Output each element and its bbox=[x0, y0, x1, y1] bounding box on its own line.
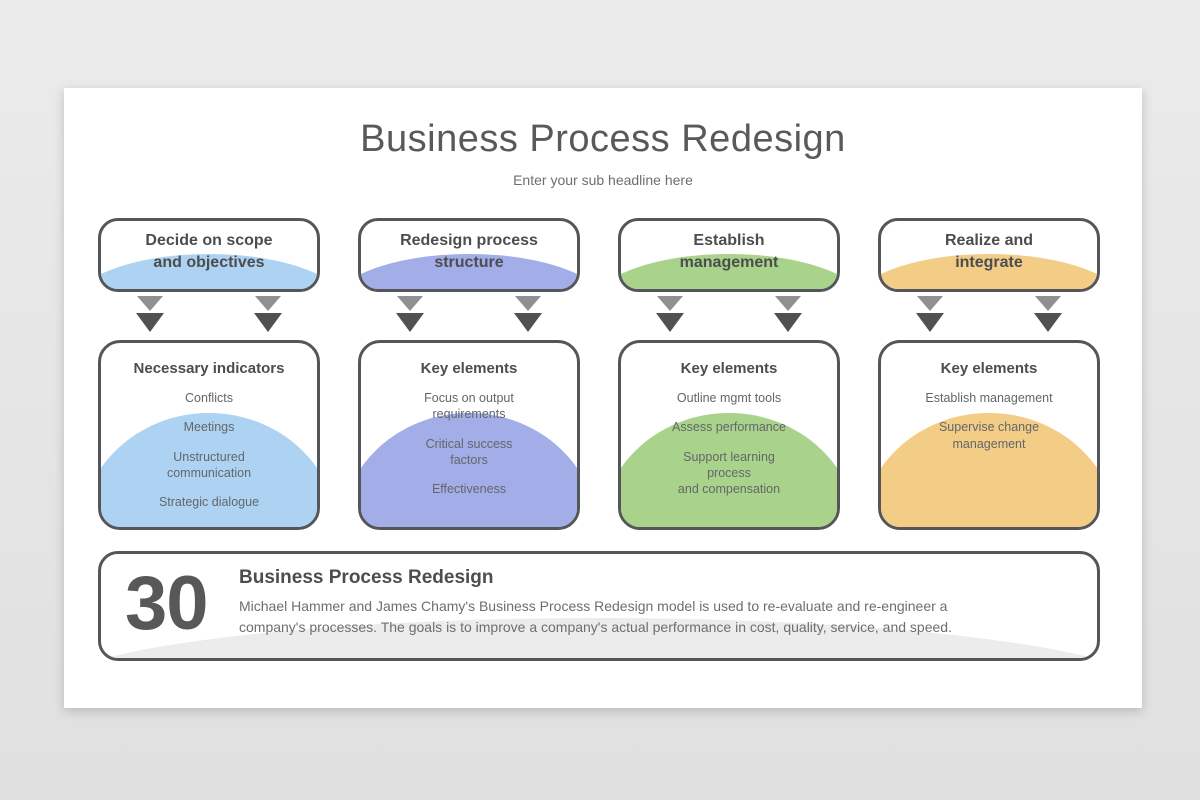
down-arrow-icon bbox=[136, 296, 164, 338]
detail-content: Key elements Establish management Superv… bbox=[881, 343, 1097, 452]
detail-item: Support learning process and compensatio… bbox=[677, 449, 781, 497]
down-arrow-icon bbox=[514, 296, 542, 338]
down-arrow-icon bbox=[1034, 296, 1062, 338]
arrow-row bbox=[878, 292, 1100, 340]
detail-box: Key elements Focus on output requirement… bbox=[358, 340, 580, 530]
arrow-row bbox=[98, 292, 320, 340]
process-column-decide-scope: Decide on scope and objectives Necessary… bbox=[98, 218, 320, 530]
detail-item: Assess performance bbox=[672, 420, 786, 435]
stage-header-label: Decide on scope and objectives bbox=[145, 232, 273, 271]
detail-box: Key elements Establish management Superv… bbox=[878, 340, 1100, 530]
detail-item: Conflicts bbox=[185, 391, 233, 405]
summary-box: 30 Business Process Redesign Michael Ham… bbox=[98, 551, 1100, 661]
stage-header-pill: Decide on scope and objectives bbox=[98, 218, 320, 292]
slide: Business Process Redesign Enter your sub… bbox=[64, 88, 1142, 708]
stage-header-pill: Establish management bbox=[618, 218, 840, 292]
stage-header-label: Establish management bbox=[679, 232, 779, 271]
summary-description: Michael Hammer and James Chamy's Busines… bbox=[239, 598, 952, 636]
detail-item: Outline mgmt tools bbox=[676, 391, 782, 405]
detail-item: Critical success factors bbox=[425, 436, 513, 467]
detail-item: Strategic dialogue bbox=[158, 495, 260, 509]
page-subtitle: Enter your sub headline here bbox=[513, 172, 693, 188]
down-arrow-icon bbox=[396, 296, 424, 338]
detail-box-title: Necessary indicators bbox=[133, 360, 285, 377]
summary-text-block: Business Process Redesign Michael Hammer… bbox=[239, 567, 1067, 639]
stage-header-pill: Realize and integrate bbox=[878, 218, 1100, 292]
process-column-establish-management: Establish management Key elements Outlin… bbox=[618, 218, 840, 530]
down-arrow-icon bbox=[916, 296, 944, 338]
down-arrow-icon bbox=[656, 296, 684, 338]
detail-content: Key elements Focus on output requirement… bbox=[361, 343, 577, 497]
detail-item: Effectiveness bbox=[431, 482, 507, 496]
detail-box: Key elements Outline mgmt tools Assess p… bbox=[618, 340, 840, 530]
process-columns: Decide on scope and objectives Necessary… bbox=[98, 218, 1100, 530]
stage-header-label: Redesign process structure bbox=[400, 232, 538, 271]
down-arrow-icon bbox=[774, 296, 802, 338]
detail-item: Supervise change management bbox=[938, 420, 1040, 451]
slide-number: 30 bbox=[125, 561, 209, 646]
detail-box: Necessary indicators Conflicts Meetings … bbox=[98, 340, 320, 530]
stage-header-pill: Redesign process structure bbox=[358, 218, 580, 292]
detail-content: Key elements Outline mgmt tools Assess p… bbox=[621, 343, 837, 497]
page-title: Business Process Redesign bbox=[360, 118, 846, 160]
process-column-redesign-structure: Redesign process structure Key elements … bbox=[358, 218, 580, 530]
summary-title: Business Process Redesign bbox=[239, 567, 494, 588]
detail-item: Unstructured communication bbox=[166, 449, 252, 480]
detail-item: Establish management bbox=[925, 391, 1053, 405]
arrow-row bbox=[618, 292, 840, 340]
process-column-realize-integrate: Realize and integrate Key elements Estab… bbox=[878, 218, 1100, 530]
detail-box-title: Key elements bbox=[680, 360, 778, 377]
down-arrow-icon bbox=[254, 296, 282, 338]
detail-box-title: Key elements bbox=[940, 360, 1038, 377]
stage-header-label: Realize and integrate bbox=[944, 232, 1034, 271]
arrow-row bbox=[358, 292, 580, 340]
detail-item: Focus on output requirements bbox=[424, 391, 514, 422]
detail-item: Meetings bbox=[183, 420, 235, 435]
detail-content: Necessary indicators Conflicts Meetings … bbox=[101, 343, 317, 510]
detail-box-title: Key elements bbox=[420, 360, 518, 377]
